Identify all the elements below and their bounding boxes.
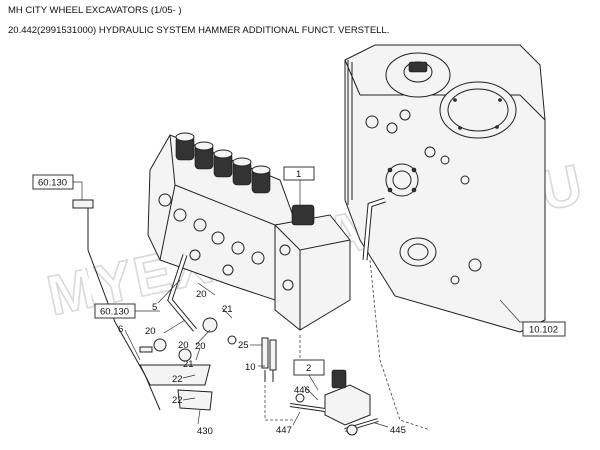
part-number-5: 5 — [152, 302, 157, 313]
part-number-20: 20 — [196, 289, 207, 300]
part-number-22: 22 — [172, 374, 183, 385]
hose-fittings — [261, 337, 277, 382]
small-valve-unit — [289, 369, 379, 436]
part-number-6: 6 — [118, 324, 123, 335]
part-number-446: 446 — [294, 385, 310, 396]
part-number-447: 447 — [276, 425, 292, 436]
tank-return-hose — [264, 197, 431, 431]
diagram-title: MH CITY WHEEL EXCAVATORS (1/05- ) — [8, 5, 182, 16]
callout-label: 60.130 — [100, 307, 129, 318]
part-number-21: 21 — [183, 359, 194, 370]
part-number-20: 20 — [145, 326, 156, 337]
pipe-assembly — [72, 199, 237, 422]
callout-60130-top: 60.130 — [32, 174, 74, 190]
callout-label: 10.102 — [529, 325, 558, 336]
callout-10102: 10.102 — [522, 321, 566, 337]
solenoid-row — [175, 132, 271, 194]
callout-60130-mid: 60.130 — [94, 303, 136, 319]
part-number-445: 445 — [390, 425, 406, 436]
callout-label: 2 — [306, 363, 311, 374]
part-number-25: 25 — [238, 340, 249, 351]
hydraulic-tank — [344, 44, 546, 333]
callout-label: 1 — [296, 169, 301, 180]
callout-label: 60.130 — [38, 178, 67, 189]
part-numbers: 5 6 10 20 20 20 20 21 21 22 22 25 430 44… — [118, 289, 406, 437]
diagram-subtitle: 20.442(2991531000) HYDRAULIC SYSTEM HAMM… — [8, 25, 390, 36]
part-number-20: 20 — [195, 341, 206, 352]
part-number-21: 21 — [222, 304, 233, 315]
callout-box-1: 1 — [283, 166, 315, 181]
part-number-10: 10 — [245, 362, 256, 373]
part-number-430: 430 — [197, 426, 213, 437]
part-number-20: 20 — [178, 340, 189, 351]
callout-box-2: 2 — [293, 359, 325, 376]
part-number-22: 22 — [172, 395, 183, 406]
